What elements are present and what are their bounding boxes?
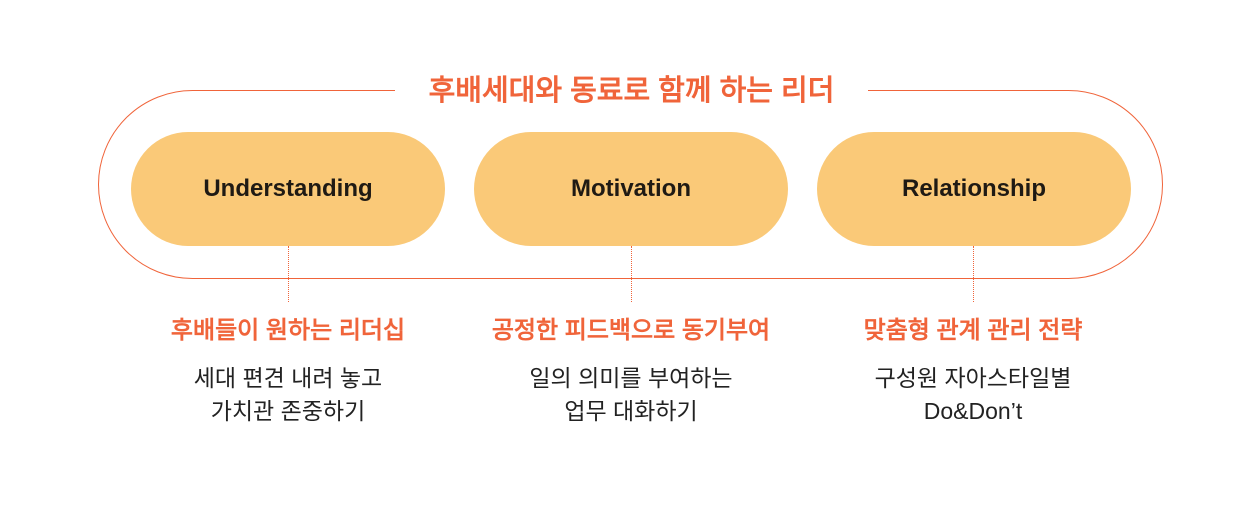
pill-motivation: Motivation: [474, 132, 788, 246]
connector-line: [288, 246, 289, 302]
pill-understanding: Understanding: [131, 132, 445, 246]
description-line: 일의 의미를 부여하는: [529, 365, 733, 391]
diagram-title: 후배세대와 동료로 함께 하는 리더: [395, 72, 868, 110]
description-line: 구성원 자아스타일별: [874, 365, 1072, 391]
description-line: 세대 편견 내려 놓고: [193, 365, 383, 391]
description-line: 가치관 존중하기: [210, 398, 366, 424]
subtitle-understanding: 후배들이 원하는 리더십: [170, 317, 406, 344]
pill-relationship: Relationship: [817, 132, 1131, 246]
description-line: 업무 대화하기: [564, 398, 698, 424]
description-motivation: 일의 의미를 부여하는 업무 대화하기: [451, 362, 811, 428]
subtitle-motivation: 공정한 피드백으로 동기부여: [491, 317, 771, 344]
connector-line: [631, 246, 632, 302]
description-understanding: 세대 편견 내려 놓고 가치관 존중하기: [108, 362, 468, 428]
description-line: Do&Don’t: [923, 398, 1023, 424]
connector-line: [973, 246, 974, 302]
subtitle-relationship: 맞춤형 관계 관리 전략: [863, 317, 1083, 344]
description-relationship: 구성원 자아스타일별 Do&Don’t: [793, 362, 1153, 428]
